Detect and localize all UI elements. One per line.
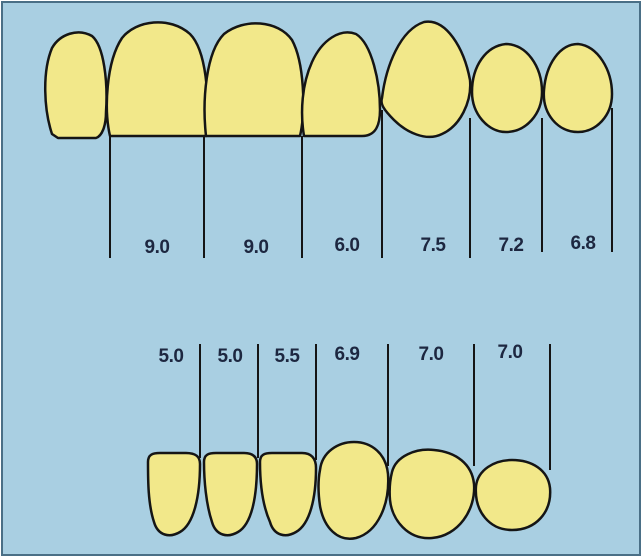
lower-label-4: 6.9 (335, 344, 360, 365)
lower-label-3: 5.5 (275, 346, 301, 367)
upper-label-5: 7.2 (499, 235, 524, 256)
upper-tooth-2 (107, 22, 208, 136)
upper-tooth-3 (205, 23, 304, 136)
lower-label-2: 5.0 (218, 346, 243, 367)
lower-label-1: 5.0 (159, 346, 184, 367)
lower-tooth-6 (476, 460, 550, 530)
upper-label-4: 7.5 (421, 235, 447, 256)
upper-label-6: 6.8 (571, 233, 596, 254)
lower-label-5: 7.0 (419, 344, 444, 365)
lower-label-6: 7.0 (498, 342, 523, 363)
upper-tooth-1 (45, 32, 106, 138)
upper-label-3: 6.0 (335, 235, 360, 256)
upper-tooth-6 (472, 44, 542, 132)
upper-label-1: 9.0 (145, 237, 170, 258)
upper-label-2: 9.0 (244, 237, 269, 258)
